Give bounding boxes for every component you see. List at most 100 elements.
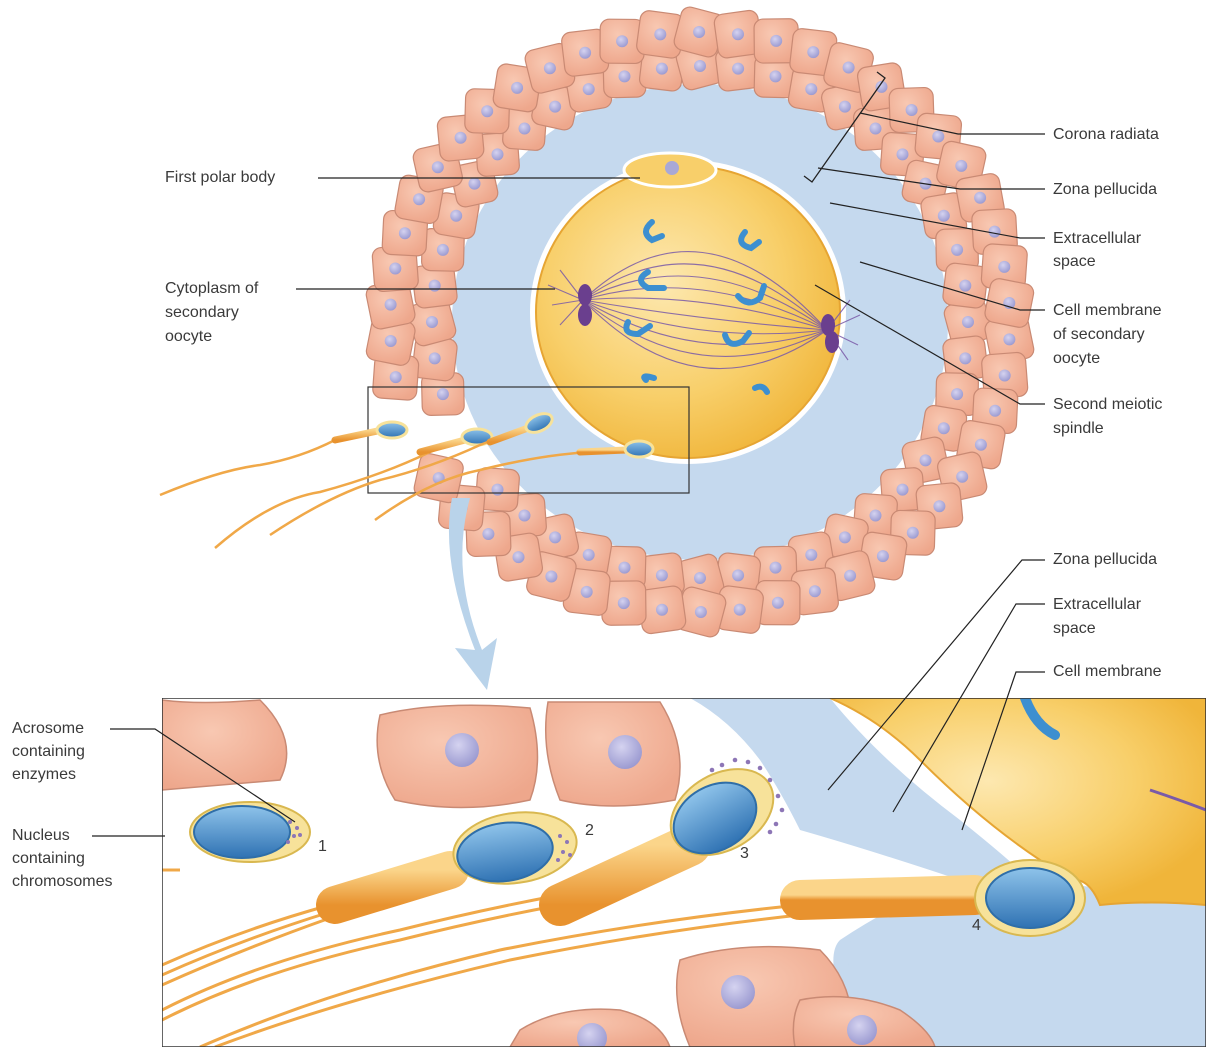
follicle-cell-nucleus bbox=[581, 586, 593, 598]
follicle-cell-nucleus bbox=[579, 47, 591, 59]
follicle-cell-nucleus bbox=[999, 370, 1011, 382]
follicle-cell-nucleus bbox=[616, 35, 628, 47]
follicle-cell-nucleus bbox=[998, 261, 1010, 273]
follicle-cell-nucleus bbox=[989, 405, 1001, 417]
follicle-cell-nucleus bbox=[959, 280, 971, 292]
label-cell-membrane-line-2: of secondary bbox=[1053, 324, 1145, 346]
follicle-cell-nucleus bbox=[519, 123, 531, 135]
follicle-cell-nucleus bbox=[839, 531, 851, 543]
follicle-cell-nucleus bbox=[938, 210, 950, 222]
follicle-cell-nucleus bbox=[734, 604, 746, 616]
follicle-cell-nucleus bbox=[897, 148, 909, 160]
follicle-cell-nucleus bbox=[694, 572, 706, 584]
stage-number-3: 3 bbox=[740, 845, 749, 863]
follicle-cell-nucleus bbox=[432, 161, 444, 173]
follicle-cell-nucleus bbox=[656, 569, 668, 581]
label-cytoplasm-line-3: oocyte bbox=[165, 326, 212, 348]
stage-number-1: 1 bbox=[318, 838, 327, 856]
follicle-cell-nucleus bbox=[805, 83, 817, 95]
follicle-cell-nucleus bbox=[413, 193, 425, 205]
follicle-cell-nucleus bbox=[549, 531, 561, 543]
label-first-polar-body: First polar body bbox=[165, 167, 275, 189]
follicle-cell-nucleus bbox=[975, 439, 987, 451]
follicle-cell-nucleus bbox=[732, 569, 744, 581]
follicle-cell-nucleus bbox=[481, 105, 493, 117]
follicle-cell-nucleus bbox=[450, 210, 462, 222]
stage-number-2: 2 bbox=[585, 822, 594, 840]
follicle-cell-nucleus bbox=[955, 160, 967, 172]
detail-label-acrosome-line-2: containing bbox=[12, 741, 85, 763]
follicle-cell-nucleus bbox=[907, 527, 919, 539]
follicle-cell-nucleus bbox=[385, 299, 397, 311]
follicle-cell-nucleus bbox=[920, 454, 932, 466]
label-cytoplasm-line-2: secondary bbox=[165, 302, 239, 324]
follicle-cell-nucleus bbox=[974, 192, 986, 204]
follicle-cell-nucleus bbox=[772, 597, 784, 609]
follicle-cell-nucleus bbox=[583, 83, 595, 95]
follicle-cell-nucleus bbox=[492, 484, 504, 496]
follicle-cell-nucleus bbox=[870, 123, 882, 135]
detail-label-extracellular-line-1: Extracellular bbox=[1053, 594, 1141, 616]
follicle-cell-nucleus bbox=[732, 28, 744, 40]
label-extracellular-space-line-1: Extracellular bbox=[1053, 228, 1141, 250]
detail-panel bbox=[162, 698, 1206, 1047]
follicle-cell-nucleus bbox=[897, 484, 909, 496]
follicle-cell-nucleus bbox=[482, 528, 494, 540]
label-extracellular-space-line-2: space bbox=[1053, 251, 1096, 273]
follicle-cell-nucleus bbox=[437, 388, 449, 400]
follicle-cell-nucleus bbox=[492, 148, 504, 160]
follicle-cell-nucleus bbox=[932, 131, 944, 143]
follicle-cell-nucleus bbox=[544, 62, 556, 74]
follicle-cell-nucleus bbox=[805, 549, 817, 561]
follicle-cell-nucleus bbox=[545, 571, 557, 583]
follicle-cell-nucleus bbox=[390, 371, 402, 383]
follicle-cell-nucleus bbox=[770, 70, 782, 82]
follicle-cell-nucleus bbox=[426, 316, 438, 328]
follicle-cell-nucleus bbox=[656, 604, 668, 616]
follicle-cell-nucleus bbox=[906, 104, 918, 116]
follicle-cell-nucleus bbox=[951, 388, 963, 400]
follicle-cell-nucleus bbox=[399, 227, 411, 239]
follicle-cell-nucleus bbox=[732, 63, 744, 75]
label-cell-membrane-line-3: oocyte bbox=[1053, 348, 1100, 370]
detail-label-acrosome-line-3: enzymes bbox=[12, 764, 76, 786]
label-corona-radiata: Corona radiata bbox=[1053, 124, 1159, 146]
detail-label-acrosome-line-1: Acrosome bbox=[12, 718, 84, 740]
follicle-cell-nucleus bbox=[429, 352, 441, 364]
follicle-cell-nucleus bbox=[693, 26, 705, 38]
detail-label-cell-membrane: Cell membrane bbox=[1053, 661, 1161, 683]
follicle-cell-nucleus bbox=[695, 606, 707, 618]
detail-label-zona-pellucida: Zona pellucida bbox=[1053, 549, 1157, 571]
polar-body-nucleus bbox=[665, 161, 679, 175]
follicle-cell-nucleus bbox=[385, 335, 397, 347]
follicle-cell-nucleus bbox=[549, 101, 561, 113]
label-cytoplasm-line-1: Cytoplasm of bbox=[165, 278, 258, 300]
follicle-cell-nucleus bbox=[618, 597, 630, 609]
follicle-cell-nucleus bbox=[844, 570, 856, 582]
follicle-cell-nucleus bbox=[938, 422, 950, 434]
label-cell-membrane-line-1: Cell membrane bbox=[1053, 300, 1161, 322]
follicle-cell-nucleus bbox=[656, 63, 668, 75]
follicle-cell-nucleus bbox=[770, 35, 782, 47]
label-meiotic-spindle-line-1: Second meiotic bbox=[1053, 394, 1162, 416]
follicle-cell-nucleus bbox=[989, 226, 1001, 238]
follicle-cell-nucleus bbox=[956, 471, 968, 483]
follicle-cell-nucleus bbox=[877, 550, 889, 562]
follicle-cell-nucleus bbox=[959, 352, 971, 364]
stage-number-4: 4 bbox=[972, 917, 981, 935]
oocyte-overview bbox=[160, 5, 1035, 639]
follicle-cell-nucleus bbox=[843, 62, 855, 74]
follicle-cell-nucleus bbox=[619, 70, 631, 82]
follicle-cell-nucleus bbox=[870, 510, 882, 522]
follicle-cell-nucleus bbox=[619, 562, 631, 574]
follicle-cell-nucleus bbox=[951, 244, 963, 256]
detail-label-nucleus-line-3: chromosomes bbox=[12, 871, 112, 893]
follicle-cell-nucleus bbox=[654, 28, 666, 40]
detail-label-nucleus-line-1: Nucleus bbox=[12, 825, 70, 847]
follicle-cell-nucleus bbox=[770, 562, 782, 574]
follicle-cell-nucleus bbox=[469, 178, 481, 190]
follicle-cell-nucleus bbox=[839, 101, 851, 113]
follicle-cell-nucleus bbox=[437, 244, 449, 256]
follicle-cell-nucleus bbox=[429, 280, 441, 292]
